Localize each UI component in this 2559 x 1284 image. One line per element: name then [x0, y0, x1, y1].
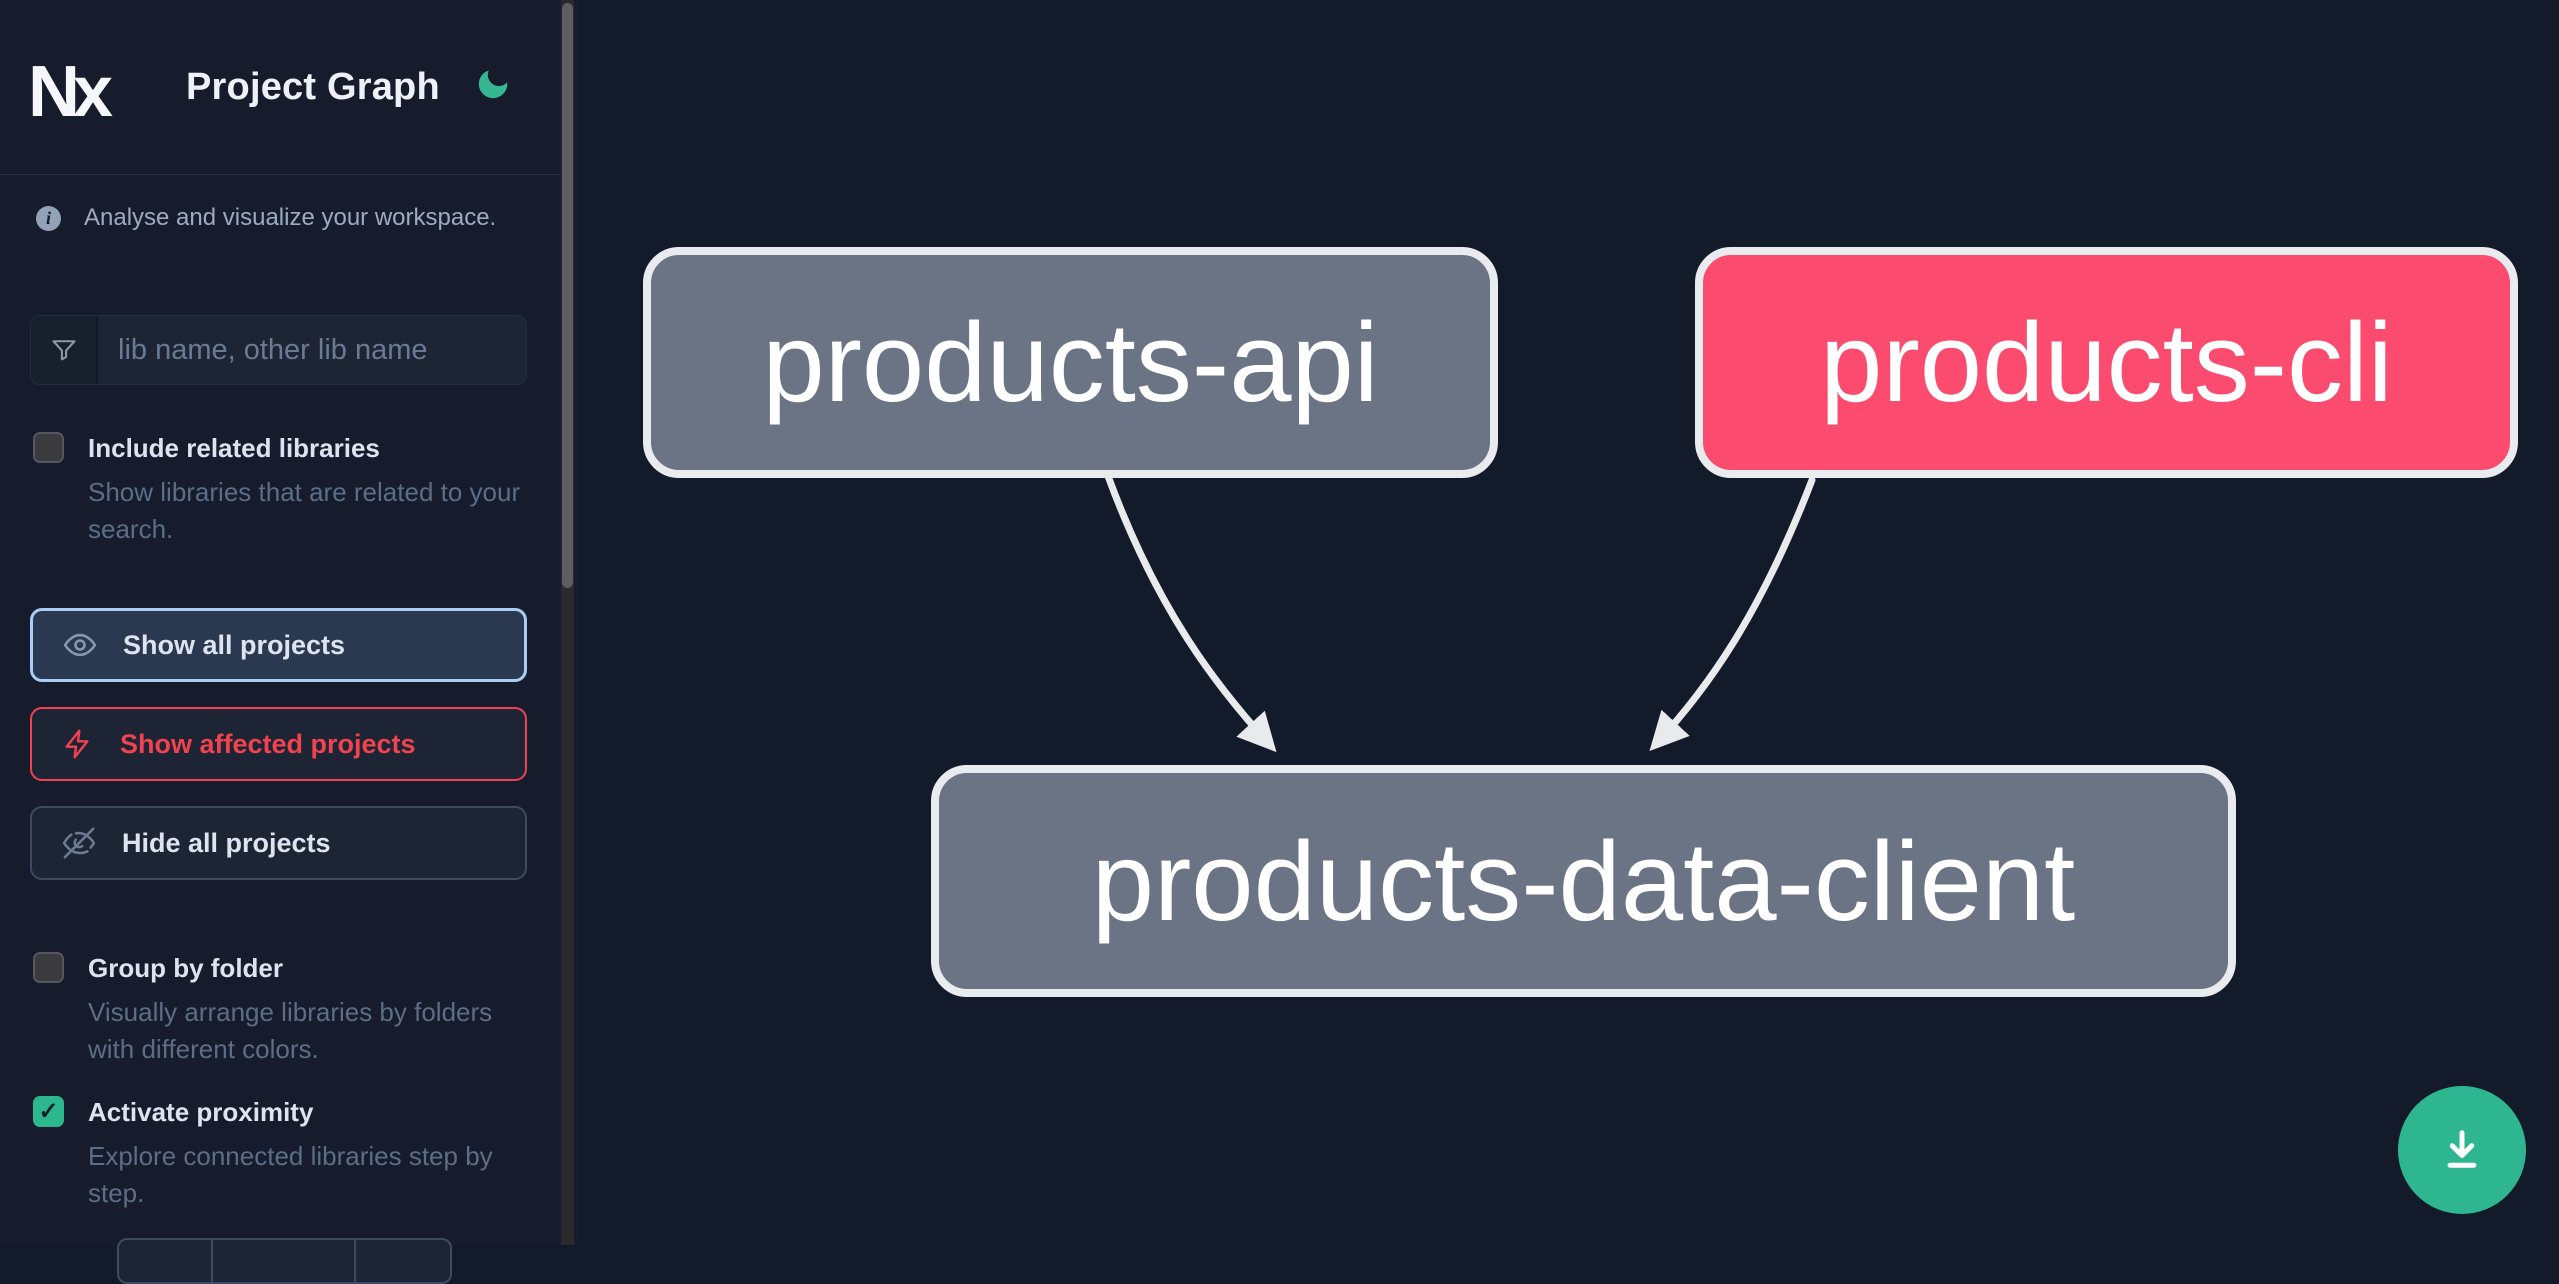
filter-label: Group by folder: [88, 953, 283, 983]
tagline-text: Analyse and visualize your workspace.: [84, 204, 497, 231]
checkbox-activate-proximity[interactable]: ✓: [33, 1096, 64, 1127]
dependency-edges: [1104, 472, 1816, 753]
download-icon: [2436, 1123, 2488, 1178]
stepper-decrement[interactable]: [119, 1240, 214, 1282]
nx-logo: Nx: [28, 52, 120, 130]
node-products-cli[interactable]: products-cli: [1695, 247, 2518, 478]
show-all-projects-button[interactable]: Show all projects: [30, 608, 527, 682]
filter-description: Explore connected libraries step by step…: [88, 1141, 493, 1208]
node-products-api[interactable]: products-api: [643, 247, 1498, 478]
button-label: Show affected projects: [120, 728, 416, 759]
button-label: Show all projects: [123, 629, 346, 660]
checkbox-include-related[interactable]: [33, 432, 64, 463]
checkbox-group-by-folder[interactable]: [33, 952, 64, 983]
filter-label: Include related libraries: [88, 433, 380, 463]
stepper-value: [213, 1240, 356, 1282]
nx-logo-text: Nx: [28, 52, 113, 130]
edge-products-api-to-data-client: [1104, 472, 1277, 753]
button-label: Hide all projects: [122, 827, 331, 858]
edge-products-cli-to-data-client: [1649, 476, 1816, 752]
filter-description: Visually arrange libraries by folders wi…: [88, 997, 493, 1064]
node-label: products-api: [762, 300, 1379, 425]
filter-activate-proximity: ✓ Activate proximity Explore connected l…: [33, 1094, 533, 1212]
lightning-icon: [62, 728, 94, 760]
sidebar-scrollbar-thumb[interactable]: [562, 3, 573, 588]
search-input[interactable]: [98, 316, 526, 384]
sidebar: Nx Project Graph i Analyse and visualize…: [0, 0, 578, 1284]
filter-description: Show libraries that are related to your …: [88, 477, 521, 544]
hide-all-projects-button[interactable]: Hide all projects: [30, 806, 527, 880]
info-icon: i: [36, 205, 61, 231]
sidebar-header: Nx Project Graph: [0, 0, 560, 175]
library-search: [30, 315, 527, 385]
filter-group-by-folder: Group by folder Visually arrange librari…: [33, 950, 533, 1068]
eye-icon: [63, 628, 97, 662]
download-graph-button[interactable]: [2398, 1086, 2526, 1214]
workspace-tagline: i Analyse and visualize your workspace.: [36, 204, 496, 232]
funnel-icon: [31, 316, 98, 384]
node-label: products-data-client: [1091, 818, 2076, 944]
moon-icon[interactable]: [474, 64, 512, 104]
page-title: Project Graph: [186, 66, 440, 108]
filter-include-related: Include related libraries Show libraries…: [33, 430, 533, 548]
show-affected-projects-button[interactable]: Show affected projects: [30, 707, 527, 781]
node-label: products-cli: [1820, 300, 2393, 425]
filter-label: Activate proximity: [88, 1097, 314, 1127]
stepper-increment[interactable]: [356, 1240, 450, 1282]
node-products-data-client[interactable]: products-data-client: [931, 765, 2236, 997]
eye-off-icon: [62, 826, 96, 860]
